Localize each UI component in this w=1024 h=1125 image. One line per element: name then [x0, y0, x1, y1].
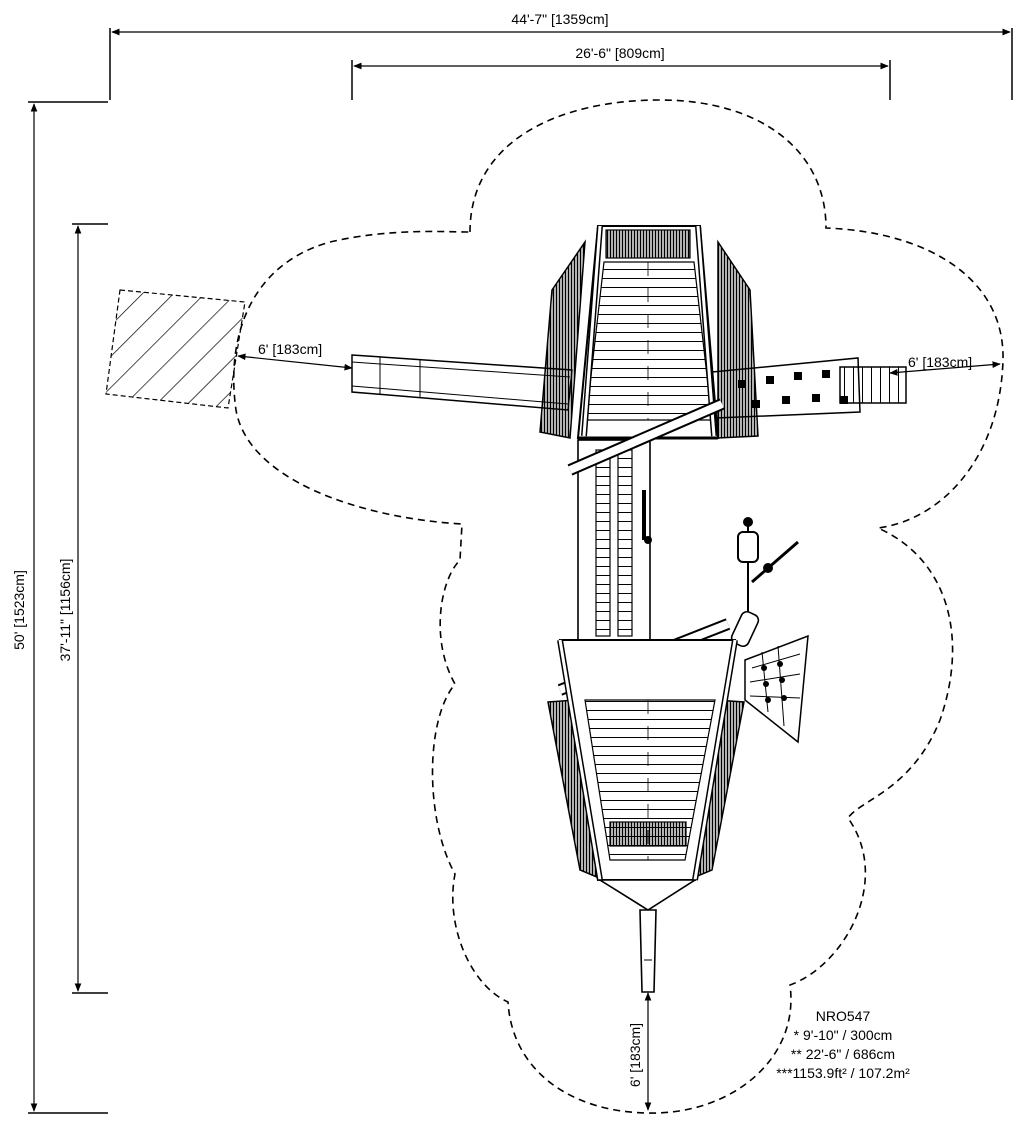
dimension-overall-width: 44'-7" [1359cm]	[109, 11, 1013, 100]
dimension-left-clearance: 6' [183cm]	[237, 341, 353, 371]
model-number: NRO547	[815, 1008, 871, 1024]
dimension-bottom-clearance: 6' [183cm]	[627, 992, 652, 1111]
info-line-3: ***1153.9ft² / 107.2m²	[776, 1065, 910, 1081]
dimension-right-clearance: 6' [183cm]	[889, 354, 1001, 376]
dimension-overall-length: 50' [1523cm]	[11, 101, 108, 1114]
upper-deck	[539, 225, 759, 440]
dimension-structure-width: 26'-6" [809cm]	[351, 45, 891, 100]
dimension-structure-length: 37'-11" [1156cm]	[57, 223, 108, 994]
overall-width-label: 44'-7" [1359cm]	[511, 11, 608, 27]
model-info-block: NRO547 * 9'-10" / 300cm ** 22'-6" / 686c…	[748, 1007, 938, 1083]
connecting-bridge	[577, 439, 652, 641]
info-line-2: ** 22'-6" / 686cm	[790, 1046, 896, 1062]
bottom-clearance-label: 6' [183cm]	[627, 1023, 643, 1087]
info-line-1: * 9'-10" / 300cm	[793, 1027, 893, 1043]
bowsprit	[639, 909, 657, 993]
right-clearance-label: 6' [183cm]	[908, 354, 972, 370]
slide	[351, 354, 573, 411]
safety-zone-outline	[233, 99, 1004, 1114]
overall-length-label: 50' [1523cm]	[11, 570, 27, 650]
lower-deck	[547, 639, 745, 911]
left-clearance-label: 6' [183cm]	[258, 341, 322, 357]
slide-exit-hatched-zone	[105, 289, 246, 409]
structure-length-label: 37'-11" [1156cm]	[57, 559, 73, 662]
structure-width-label: 26'-6" [809cm]	[575, 45, 664, 61]
cargo-net	[744, 634, 809, 744]
